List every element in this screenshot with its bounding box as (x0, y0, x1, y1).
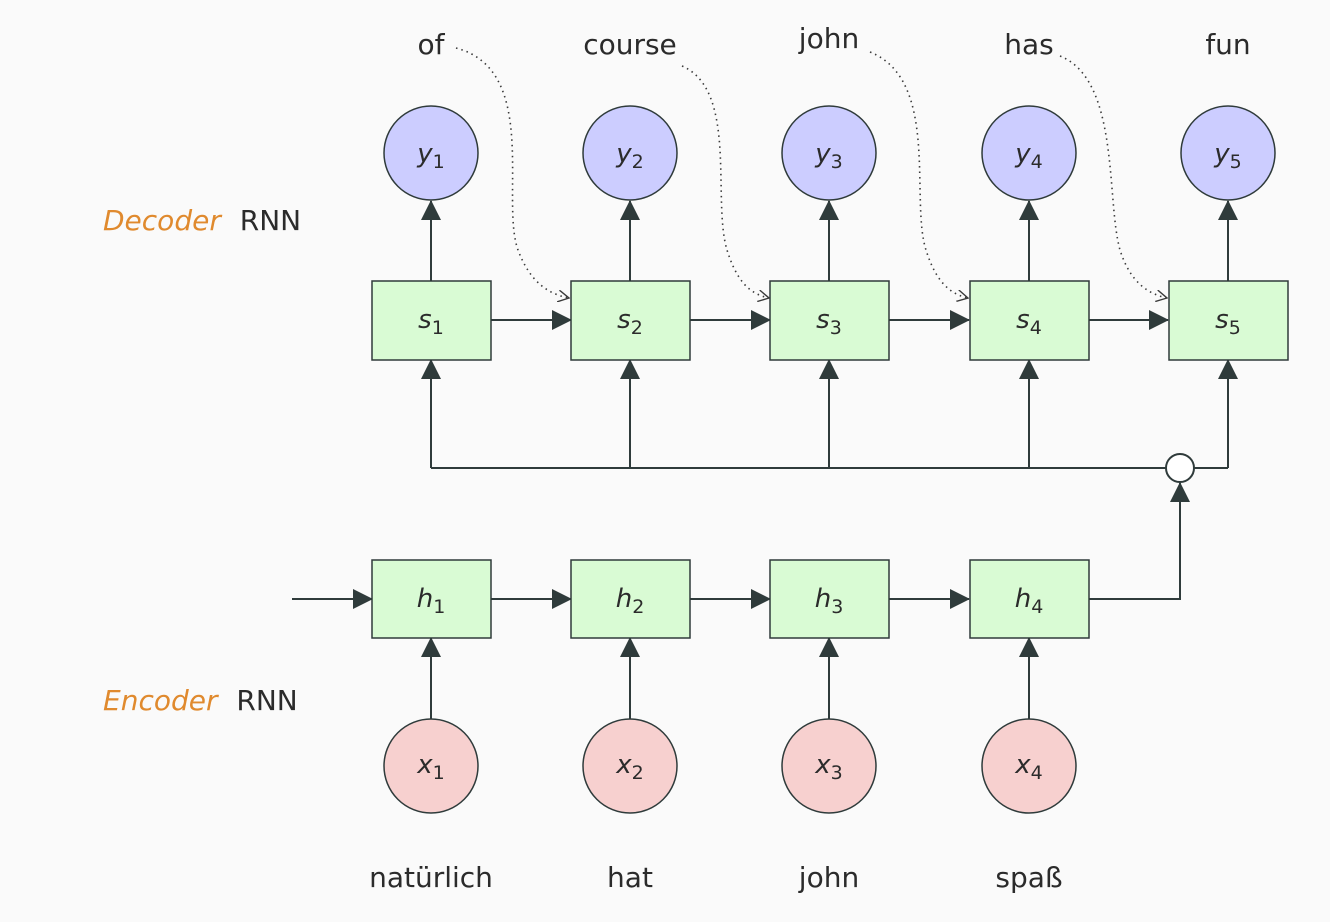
output-circle (383, 105, 479, 201)
output-node: y5 (1180, 105, 1276, 201)
encoder-state-label: h4 (1015, 584, 1044, 618)
encoder-state-node: h3 (769, 559, 890, 639)
output-circle (981, 105, 1077, 201)
decoder-state-label: s4 (1016, 305, 1042, 339)
input-circle (383, 718, 479, 814)
decoder-state-box (570, 280, 691, 361)
output-node-label: y2 (615, 139, 643, 173)
encoder-rest-text: RNN (236, 684, 297, 717)
decoder-state-box (969, 280, 1090, 361)
output-circle (582, 105, 678, 201)
state-to-output-arrows (421, 200, 1238, 281)
output-node-label: y3 (814, 139, 842, 173)
encoder-accent-text: Encoder (103, 684, 219, 717)
decoder-state-label: s1 (418, 305, 444, 339)
decoder-rest-text: RNN (240, 204, 301, 237)
output-node: y3 (781, 105, 877, 201)
encoder-role-label: Encoder RNN (103, 684, 298, 717)
encoder-state-node: h4 (969, 559, 1090, 639)
encoder-state-node: h1 (371, 559, 492, 639)
encoder-state-label: h2 (616, 584, 645, 618)
output-word: fun (1205, 28, 1250, 61)
decoder-states: s1 s2 s3 s4 s5 (371, 280, 1289, 361)
decoder-state-node: s1 (371, 280, 492, 361)
input-node-label: x1 (416, 750, 444, 784)
decoder-state-label: s5 (1215, 305, 1241, 339)
encoder-state-box (371, 559, 492, 639)
feedback-curves (455, 47, 1167, 298)
encoder-state-box (570, 559, 691, 639)
output-node-label: y5 (1213, 139, 1241, 173)
output-node-label: y1 (416, 139, 444, 173)
decoder-state-box (1168, 280, 1289, 361)
encoder-state-box (969, 559, 1090, 639)
output-node: y4 (981, 105, 1077, 201)
encoder-to-context-arrow (1089, 482, 1190, 600)
feedback-curve (869, 51, 968, 298)
input-word: natürlich (369, 861, 493, 894)
output-word: has (1004, 28, 1054, 61)
input-node-label: x2 (615, 750, 643, 784)
decoder-state-node: s4 (969, 280, 1090, 361)
decoder-state-label: s3 (816, 305, 842, 339)
output-node: y2 (582, 105, 678, 201)
decoder-accent-text: Decoder (103, 204, 222, 237)
input-words: natürlich hat john spaß (369, 861, 1063, 894)
decoder-state-label: s2 (617, 305, 643, 339)
input-word: john (798, 861, 859, 894)
encoder-inputs: x1 x2 x3 x4 (383, 718, 1077, 814)
output-word: john (798, 22, 859, 55)
input-circle (582, 718, 678, 814)
input-node: x3 (781, 718, 877, 814)
encoder-state-box (769, 559, 890, 639)
encoder-state-label: h3 (815, 584, 844, 618)
output-node-label: y4 (1014, 139, 1042, 173)
input-word: hat (607, 861, 653, 894)
decoder-outputs: y1 y2 y3 y4 y5 (383, 105, 1276, 201)
input-node-label: x4 (1014, 750, 1042, 784)
decoder-state-node: s3 (769, 280, 890, 361)
decoder-state-box (769, 280, 890, 361)
encoder-state-node: h2 (570, 559, 691, 639)
feedback-curve (681, 65, 769, 298)
input-node-label: x3 (814, 750, 842, 784)
encoder-state-label: h1 (417, 584, 446, 618)
feedback-curve (1059, 55, 1167, 298)
context-bus (421, 359, 1238, 483)
context-junction (1165, 453, 1195, 483)
input-circle (781, 718, 877, 814)
input-to-encoder-arrows (421, 637, 1039, 719)
output-word: of (418, 28, 446, 61)
feedback-curve (455, 47, 569, 298)
input-word: spaß (995, 861, 1062, 894)
input-circle (981, 718, 1077, 814)
decoder-state-node: s5 (1168, 280, 1289, 361)
output-circle (1180, 105, 1276, 201)
output-circle (781, 105, 877, 201)
input-node: x1 (383, 718, 479, 814)
input-node: x2 (582, 718, 678, 814)
output-word: course (583, 28, 677, 61)
decoder-role-label: Decoder RNN (103, 204, 301, 237)
decoder-state-node: s2 (570, 280, 691, 361)
input-node: x4 (981, 718, 1077, 814)
decoder-state-box (371, 280, 492, 361)
encoder-states: h1 h2 h3 h4 (371, 559, 1090, 639)
output-words: of course john has fun (418, 22, 1251, 61)
output-node: y1 (383, 105, 479, 201)
